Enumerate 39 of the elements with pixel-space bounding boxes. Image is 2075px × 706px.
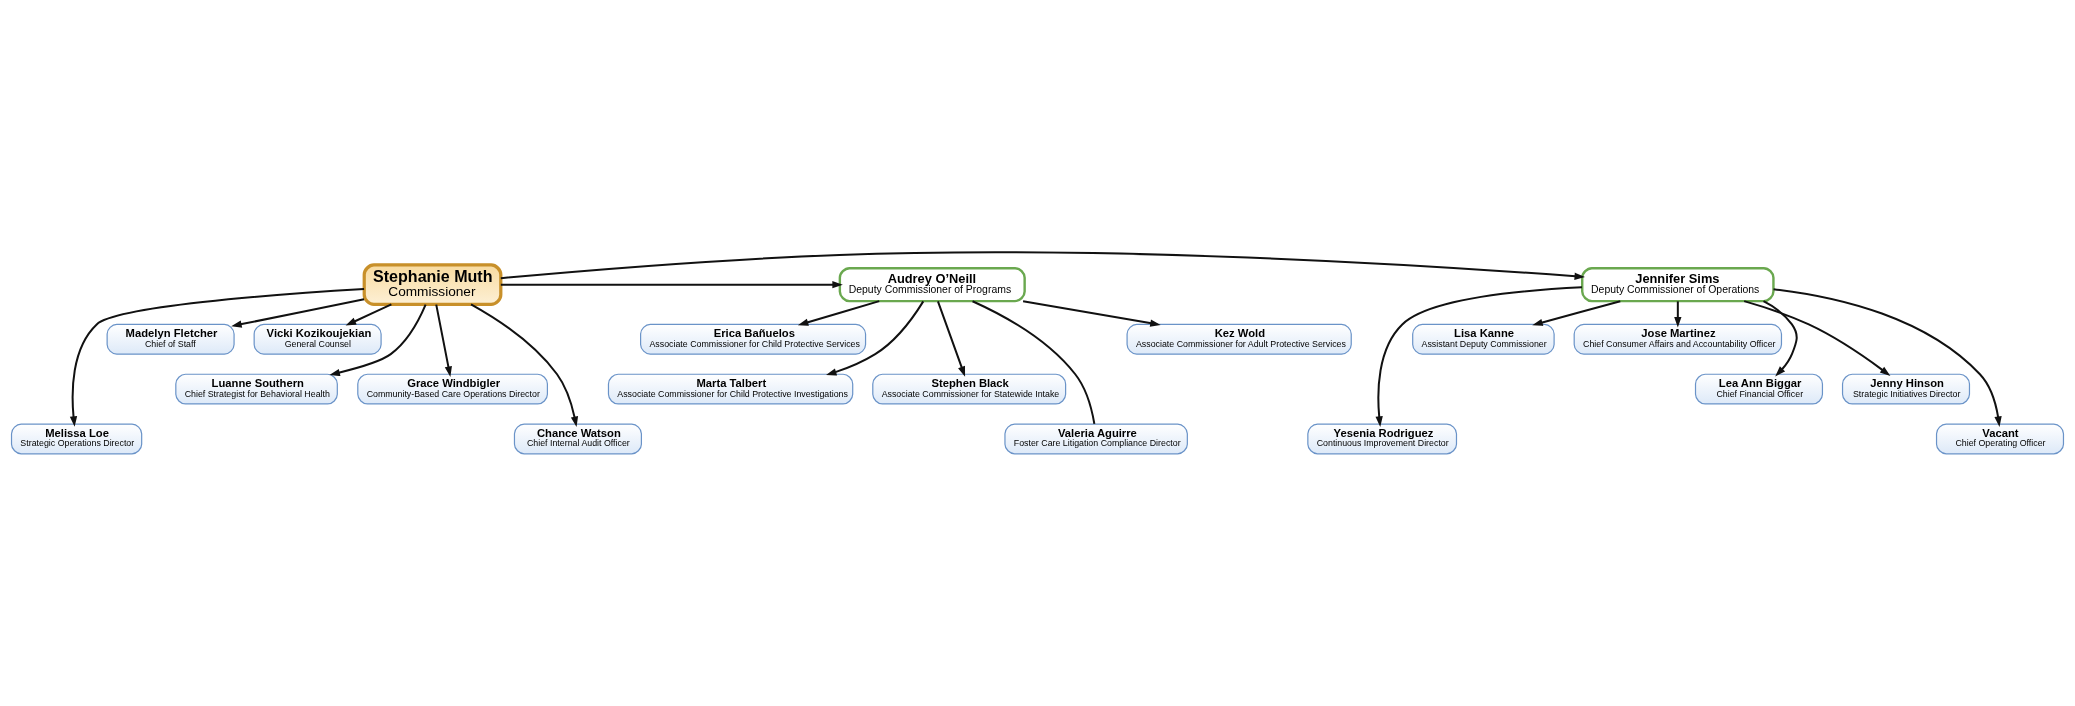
arrow — [500, 251, 1585, 280]
node-box: Lea Ann Biggar Chief Financial Officer — [1694, 373, 1824, 405]
node-box: Grace Windbigler Community-Based Care Operations Director — [357, 373, 548, 405]
node-box: Vacant Chief Operating Officer — [1935, 423, 2065, 455]
node-box: Chance Watson Chief Internal Audit Officer — [513, 423, 642, 455]
node-box: Erica Bañuelos Associate Commissioner for Child Protective Services — [640, 323, 867, 355]
arrow — [435, 304, 452, 377]
arrow — [1532, 300, 1621, 326]
node-box: Jose Martinez Chief Consumer Affairs and Accountability Officer — [1573, 323, 1783, 355]
node-box: Audrey O’Neill Deputy Commissioner of Programs — [838, 267, 1026, 303]
arrow — [500, 281, 843, 289]
node-box: Melissa Loe Strategic Operations Director — [10, 423, 143, 455]
arrow — [1674, 301, 1682, 328]
node-box: Kez Wold Associate Commissioner for Adult Protective Services — [1126, 323, 1352, 355]
arrow — [1763, 300, 1798, 377]
arrow — [231, 298, 365, 328]
arrow — [470, 303, 579, 427]
node-box: Jenny Hinson Strategic Initiatives Director — [1841, 373, 1971, 405]
arrow — [69, 288, 365, 427]
node-box: Lisa Kanne Assistant Deputy Commissioner — [1412, 323, 1555, 355]
node-box: Luanne Southern Chief Strategist for Behavioral Health — [175, 373, 338, 405]
node-box: Marta Talbert Associate Commissioner for Child Protective Investigations — [607, 373, 854, 405]
node-box: Madelyn Fletcher Chief of Staff — [106, 323, 235, 355]
node-box: Vicki Kozikoujekian General Counsel — [253, 323, 382, 355]
arrow — [1022, 300, 1161, 327]
node-box: Yesenia Rodriguez Continuous Improvement Director — [1307, 423, 1458, 455]
arrow — [797, 300, 880, 326]
node-box: Valeria Aguirre Foster Care Litigation Compliance Director — [1004, 423, 1188, 455]
node-box: Stephen Black Associate Commissioner for Statewide Intake — [872, 373, 1067, 405]
arrow — [345, 303, 392, 326]
arrow — [329, 304, 427, 377]
arrow — [1773, 288, 2002, 427]
node-box: Jennifer Sims Deputy Commissioner of Operations — [1581, 267, 1775, 303]
arrow — [1375, 286, 1582, 427]
arrow — [1743, 300, 1891, 376]
connector — [972, 300, 1096, 425]
node-box: Stephanie Muth Commissioner — [362, 263, 503, 306]
arrow — [937, 300, 966, 377]
arrow — [826, 300, 925, 376]
